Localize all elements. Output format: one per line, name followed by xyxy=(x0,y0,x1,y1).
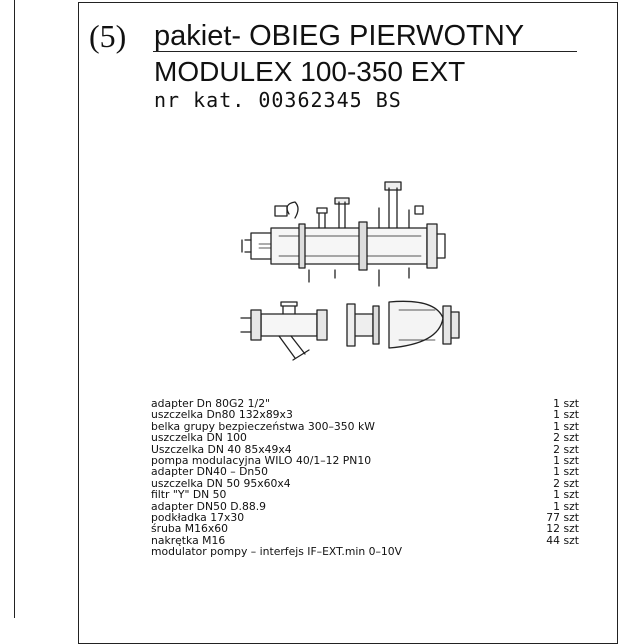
part-name: śruba M16x60 xyxy=(151,522,228,536)
list-item: adapter DN40 – Dn50 1 szt xyxy=(151,465,579,479)
part-name: podkładka 17x30 xyxy=(151,511,245,525)
part-qty: 2 szt xyxy=(553,442,579,456)
part-name: filtr "Y" DN 50 xyxy=(151,488,227,502)
catalog-number: nr kat. 00362345 BS xyxy=(154,88,402,112)
part-name: Uszczelka DN 40 85x49x4 xyxy=(151,442,292,456)
part-qty: 12 szt xyxy=(546,522,579,536)
part-name: uszczelka DN 100 xyxy=(151,431,247,445)
title-underline xyxy=(153,51,577,52)
package-title: pakiet- OBIEG PIERWOTNY xyxy=(154,20,525,52)
list-item: nakrętka M16 44 szt xyxy=(151,533,579,547)
list-item: filtr "Y" DN 50 1 szt xyxy=(151,488,579,502)
list-item: uszczelka DN 100 2 szt xyxy=(151,431,579,445)
part-qty: 44 szt xyxy=(546,533,579,547)
part-qty: 1 szt xyxy=(553,454,579,468)
part-qty: 1 szt xyxy=(553,397,579,410)
part-qty: 2 szt xyxy=(553,431,579,445)
part-name: nakrętka M16 xyxy=(151,533,226,547)
list-item: uszczelka Dn80 132x89x3 1 szt xyxy=(151,408,579,422)
model-title: MODULEX 100-350 EXT xyxy=(154,56,466,87)
part-name: uszczelka DN 50 95x60x4 xyxy=(151,476,291,490)
part-name: pompa modulacyjna WILO 40/1–12 PN10 xyxy=(151,454,372,468)
list-item: pompa modulacyjna WILO 40/1–12 PN10 1 szt xyxy=(151,454,579,468)
part-name: modulator pompy – interfejs IF–EXT.min 0… xyxy=(151,545,403,559)
part-name: adapter Dn 80G2 1/2" xyxy=(151,397,271,410)
document-sheet: (5) pakiet- OBIEG PIERWOTNY MODULEX 100-… xyxy=(78,2,618,644)
part-name: adapter DN50 D.88.9 xyxy=(151,499,267,513)
pump-assembly-drawing xyxy=(240,181,460,361)
part-qty: 1 szt xyxy=(553,488,579,502)
part-name: belka grupy bezpieczeństwa 300–350 kW xyxy=(151,419,375,433)
part-qty: 2 szt xyxy=(553,476,579,490)
list-item: śruba M16x60 12 szt xyxy=(151,522,579,536)
part-qty: 1 szt xyxy=(553,465,579,479)
part-qty: 1 szt xyxy=(553,408,579,422)
list-item: adapter Dn 80G2 1/2" 1 szt xyxy=(151,397,579,410)
part-name: uszczelka Dn80 132x89x3 xyxy=(151,408,293,422)
part-qty: 1 szt xyxy=(553,499,579,513)
list-item: Uszczelka DN 40 85x49x4 2 szt xyxy=(151,442,579,456)
list-item: uszczelka DN 50 95x60x4 2 szt xyxy=(151,476,579,490)
page-left-border xyxy=(0,0,15,618)
part-name: adapter DN40 – Dn50 xyxy=(151,465,268,479)
list-item: podkładka 17x30 77 szt xyxy=(151,511,579,525)
list-item: adapter DN50 D.88.9 1 szt xyxy=(151,499,579,513)
list-item: modulator pompy – interfejs IF–EXT.min 0… xyxy=(151,545,579,559)
section-number: (5) xyxy=(89,18,127,54)
parts-list: adapter Dn 80G2 1/2" 1 szt uszczelka Dn80… xyxy=(151,398,579,558)
part-qty: 77 szt xyxy=(546,511,579,525)
part-qty: 1 szt xyxy=(553,419,579,433)
list-item: belka grupy bezpieczeństwa 300–350 kW 1 s… xyxy=(151,419,579,433)
